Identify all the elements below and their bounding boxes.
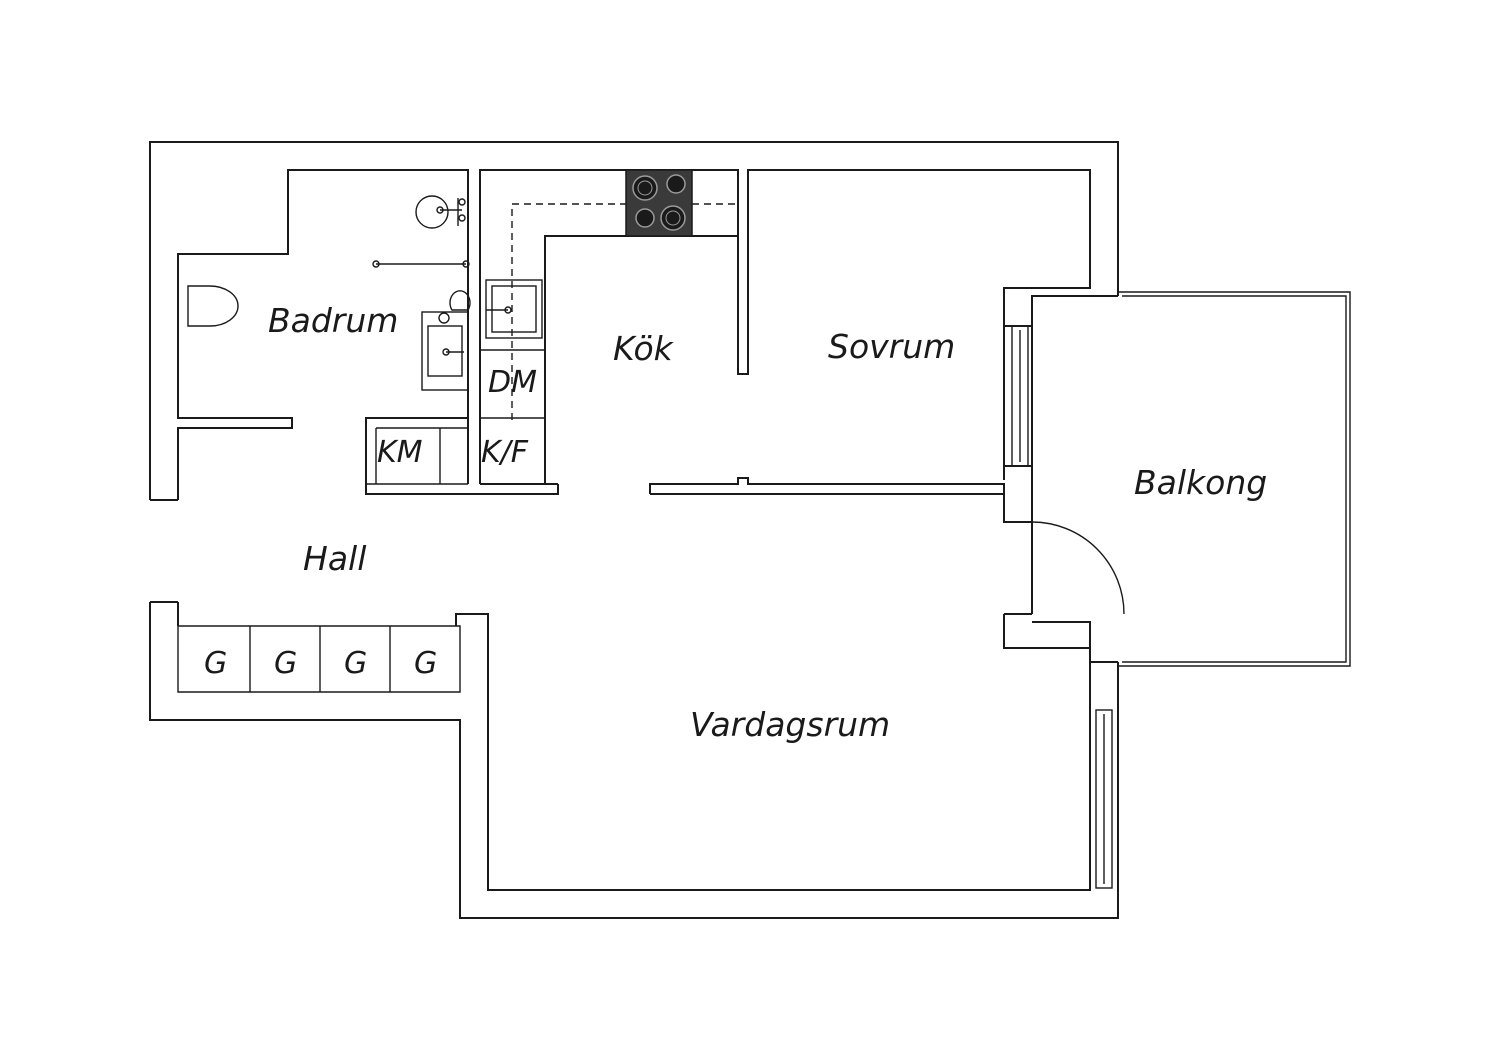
label-dishwasher: DM [488, 365, 537, 400]
label-fridge-freezer: K/F [481, 435, 529, 470]
living-walls [455, 613, 1091, 891]
stove-icon [625, 169, 693, 237]
room-label-balkong: Balkong [1134, 463, 1267, 502]
closet-label: G [344, 646, 367, 681]
closet-label: G [274, 646, 297, 681]
room-label-kok: Kök [613, 329, 675, 368]
shower-icon [372, 195, 470, 268]
bedroom-window [1004, 325, 1032, 467]
living-window [1095, 709, 1113, 889]
closet-label: G [414, 646, 437, 681]
kitchen-walls [365, 169, 1091, 495]
room-label-sovrum: Sovrum [828, 327, 955, 366]
toilet-icon [187, 285, 239, 327]
closet-label: G [204, 646, 227, 681]
hall-closets [177, 602, 461, 693]
bathroom-sink-icon [421, 290, 471, 391]
label-washing-machine: KM [377, 435, 423, 470]
room-label-hall: Hall [303, 539, 366, 578]
room-label-badrum: Badrum [268, 301, 398, 340]
balcony-outline [1003, 291, 1351, 667]
kitchen-sink-icon [485, 279, 543, 339]
bathroom-walls [177, 169, 469, 500]
room-label-vardagsrum: Vardagsrum [690, 705, 890, 744]
bedroom-living-wall [649, 468, 1032, 523]
outer-walls [149, 141, 1119, 919]
balcony-door[interactable] [1031, 521, 1125, 615]
